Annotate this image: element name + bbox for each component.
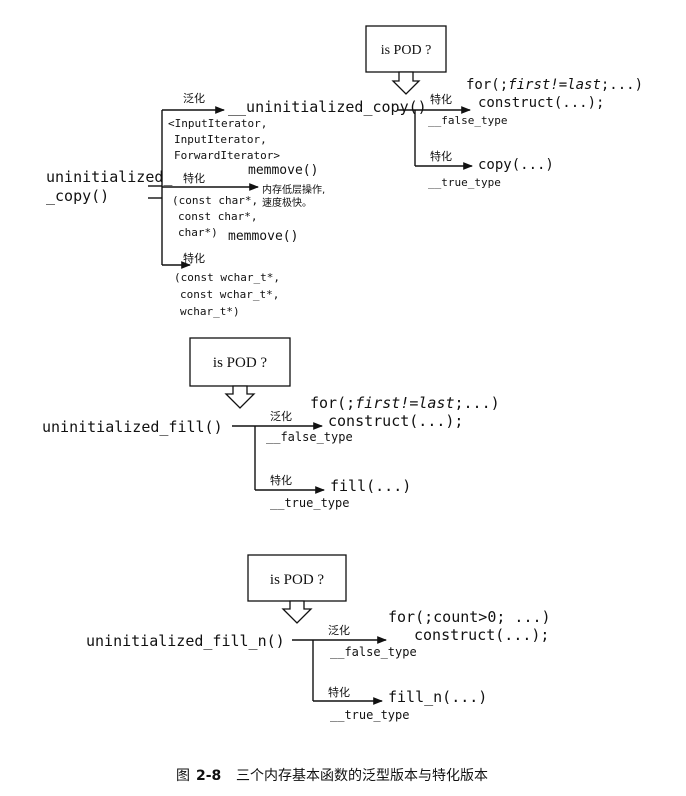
is-pod-label: is POD ? (381, 43, 432, 58)
memmove-bottom: memmove() (228, 229, 298, 244)
func-name: uninitialized_fill_n() (86, 632, 285, 650)
false-code-line1: for(;first!=last;...) (310, 394, 500, 412)
false-code-line2: construct(...); (414, 626, 549, 644)
true-branch-label: 特化 (270, 473, 292, 487)
true-branch-label: 特化 (328, 685, 350, 699)
is-pod-label: is POD ? (270, 572, 325, 588)
diagram-uninitialized-fill: is POD ? uninitialized_fill() 泛化 for(;fi… (42, 337, 500, 510)
hollow-down-arrow (281, 600, 313, 624)
true-type-label: __true_type (428, 176, 501, 189)
false-type-label: __false_type (330, 645, 417, 659)
memmove-note-2: 速度极快。 (262, 196, 312, 209)
false-type-label: __false_type (266, 430, 353, 444)
true-type-label: __true_type (270, 496, 349, 510)
generalize-label: 泛化 (183, 91, 205, 105)
true-code: fill(...) (330, 477, 411, 495)
spec1-label: 特化 (183, 171, 205, 185)
template-param-1: <InputIterator, (168, 117, 267, 130)
spec1-param-3: char*) (178, 226, 218, 239)
template-param-2: InputIterator, (174, 133, 267, 146)
template-param-3: ForwardIterator> (174, 149, 280, 162)
spec2-param-2: const wchar_t*, (180, 288, 279, 301)
memmove-top: memmove() (248, 163, 318, 178)
false-branch-label: 泛化 (328, 623, 350, 637)
false-type-label: __false_type (428, 114, 507, 127)
caption-prefix: 图 (176, 768, 190, 784)
false-code-line1: for(;first!=last;...) (466, 77, 643, 93)
is-pod-box (365, 25, 447, 73)
spec1-param-1: (const char*, (172, 194, 258, 207)
func-name: uninitialized_fill() (42, 418, 223, 436)
false-code-line2: construct(...); (478, 95, 604, 111)
spec2-param-3: wchar_t*) (180, 305, 240, 318)
false-code-line1: for(;count>0; ...) (388, 608, 551, 626)
figure-caption: 图 2-8 三个内存基本函数的泛型版本与特化版本 (176, 767, 488, 784)
memmove-note-1: 内存低层操作, (262, 183, 325, 196)
is-pod-label: is POD ? (213, 355, 268, 371)
diagram-uninitialized-copy: is POD ? uninitialized_ _copy() 泛化 __uni… (46, 25, 643, 318)
false-branch-label: 特化 (430, 92, 452, 106)
generic-func-name: __uninitialized_copy() (228, 98, 427, 116)
spec2-param-1: (const wchar_t*, (174, 271, 280, 284)
caption-number: 2-8 (196, 768, 221, 784)
caption-text: 三个内存基本函数的泛型版本与特化版本 (236, 767, 488, 784)
func-name-line1: uninitialized_ (46, 168, 173, 186)
spec1-param-2: const char*, (178, 210, 257, 223)
false-code-line2: construct(...); (328, 412, 463, 430)
diagram-uninitialized-fill-n: is POD ? uninitialized_fill_n() 泛化 for(;… (86, 554, 551, 722)
hollow-down-arrow (224, 385, 256, 409)
true-branch-label: 特化 (430, 149, 452, 163)
true-type-label: __true_type (330, 708, 409, 722)
true-code: copy(...) (478, 157, 554, 173)
hollow-down-arrow (391, 71, 421, 95)
func-name-line2: _copy() (46, 187, 109, 205)
spec2-label: 特化 (183, 251, 205, 265)
true-code: fill_n(...) (388, 688, 487, 706)
false-branch-label: 泛化 (270, 409, 292, 423)
